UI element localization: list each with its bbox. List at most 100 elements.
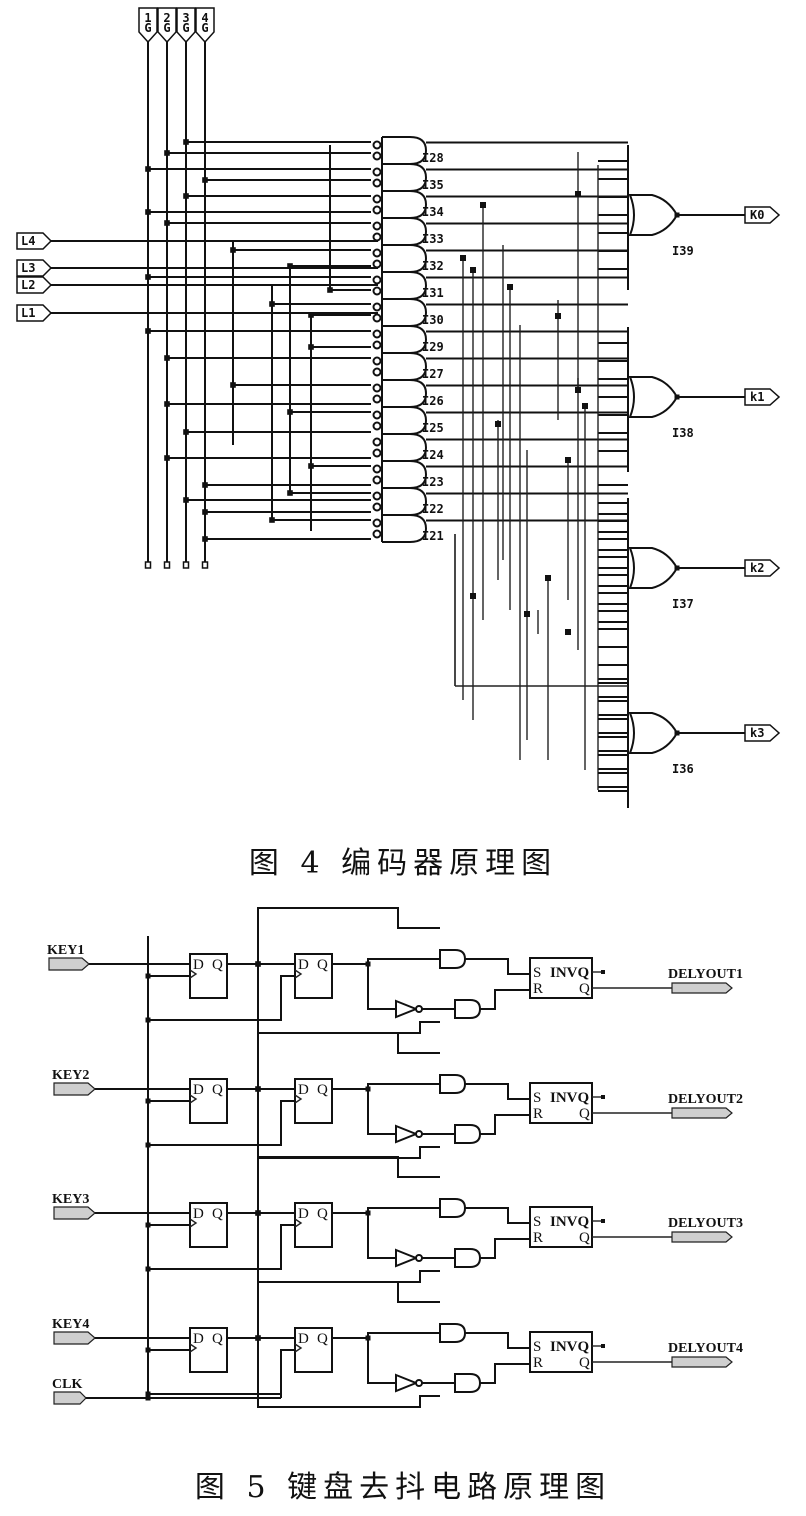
junction-dot: [145, 1266, 151, 1272]
or-gate-body: [628, 376, 679, 418]
junction-dot: [145, 1391, 151, 1397]
port-shape: [744, 559, 781, 577]
rs-r-pin: R: [533, 1355, 543, 1371]
junction-dot: [470, 593, 476, 599]
junction-dot: [674, 394, 680, 400]
inverter-bubble: [372, 502, 382, 512]
junction-dot: [255, 1335, 261, 1341]
and-gate-top: [439, 1074, 467, 1094]
port-label-sub: G: [182, 21, 189, 35]
rs-q-pin: Q: [579, 1230, 590, 1246]
input-label: KEY4: [52, 1317, 89, 1332]
or-gate-body: [628, 547, 679, 589]
rs-invq-pin: INVQ: [550, 1214, 590, 1230]
and-in-wire: [367, 958, 440, 964]
and-gate-body: [382, 298, 428, 327]
and-gate-bottom: [454, 1248, 482, 1268]
junction-dot: [145, 1098, 151, 1104]
inverter-bubble: [372, 464, 382, 474]
junction-dot: [470, 267, 476, 273]
inverter-bubble: [372, 259, 382, 269]
clock-wire-2: [148, 1349, 295, 1395]
and-gate-I33: I33: [372, 217, 444, 246]
inverter-bubble: [372, 367, 382, 377]
clk-label: CLK: [52, 1377, 82, 1392]
input-label: KEY3: [52, 1192, 89, 1207]
junction-dot: [164, 401, 170, 407]
and-gate-body: [382, 352, 428, 381]
dff-d-pin: D: [298, 1082, 309, 1098]
bus-terminator: [163, 561, 171, 569]
port-label: K0: [750, 208, 764, 222]
rs-q-pin: Q: [579, 1106, 590, 1122]
loop-wire: [257, 1089, 440, 1159]
junction-dot: [674, 212, 680, 218]
and-gate-I27: I27: [372, 352, 444, 381]
dff-d-pin: D: [193, 1331, 204, 1347]
and-gate-body: [382, 325, 428, 354]
dff-q-pin: Q: [317, 957, 328, 973]
and-gate-I34: I34: [372, 190, 444, 219]
junction-dot: [145, 1222, 151, 1228]
output-port-k3: k3: [744, 724, 781, 742]
rs-s-pin: S: [533, 965, 541, 981]
rs-r-pin: R: [533, 1106, 543, 1122]
inverter-bubble: [372, 356, 382, 366]
junction-dot: [601, 970, 605, 974]
rs-q-pin: Q: [579, 981, 590, 997]
port-shape: [16, 276, 53, 294]
port-label: 4: [201, 11, 208, 25]
inverter-bubble: [372, 248, 382, 258]
and-gate-bottom: [454, 999, 482, 1019]
top-input-port-3: 3G: [176, 7, 196, 44]
and-gate-I32: I32: [372, 244, 444, 273]
port-shape: [138, 7, 158, 44]
or-gate-I36: I36: [628, 712, 694, 776]
inverter-bubble: [372, 383, 382, 393]
loop-wire: [257, 1213, 440, 1283]
junction-dot: [164, 220, 170, 226]
junction-dot: [674, 730, 680, 736]
junction-dot: [164, 455, 170, 461]
inverter-bubble: [372, 232, 382, 242]
port-label: k3: [750, 726, 764, 740]
inverter-bubble: [372, 167, 382, 177]
inverter-bubble: [372, 140, 382, 150]
reset-wire: [480, 1114, 530, 1135]
and-gate-bottom: [454, 1373, 482, 1393]
input-port-KEY4: [53, 1331, 96, 1345]
dff-q-pin: Q: [212, 1331, 223, 1347]
top-input-port-4: 4G: [195, 7, 215, 44]
inverter-bubble: [372, 421, 382, 431]
and-gate-body: [382, 433, 428, 462]
and-gate-I24: I24: [372, 433, 444, 462]
output-port-DELYOUT4: [671, 1356, 733, 1368]
inv-in-wire: [367, 964, 396, 1010]
dff-1: [189, 953, 228, 999]
and-gate-body: [382, 460, 428, 489]
port-label: k1: [750, 390, 764, 404]
port-shape: [744, 388, 781, 406]
rs-invq-pin: INVQ: [550, 1090, 590, 1106]
junction-dot: [164, 150, 170, 156]
gate-label: I21: [422, 529, 444, 543]
junction-dot: [601, 1095, 605, 1099]
output-label: DELYOUT3: [668, 1216, 743, 1231]
dff-1: [189, 1327, 228, 1373]
inverter-bubble: [372, 286, 382, 296]
dff-q-pin: Q: [317, 1206, 328, 1222]
port-label: 2: [163, 11, 170, 25]
output-port-DELYOUT1: [671, 982, 733, 994]
or-gate-I37: I37: [628, 547, 694, 611]
top-input-port-1: 1G: [138, 7, 158, 44]
junction-dot: [575, 191, 581, 197]
junction-dot: [555, 313, 561, 319]
rs-r-pin: R: [533, 981, 543, 997]
clock-triangle: [294, 1094, 303, 1104]
and-gate-bottom: [454, 1124, 482, 1144]
junction-dot: [145, 1017, 151, 1023]
rs-q-pin: Q: [579, 1355, 590, 1371]
